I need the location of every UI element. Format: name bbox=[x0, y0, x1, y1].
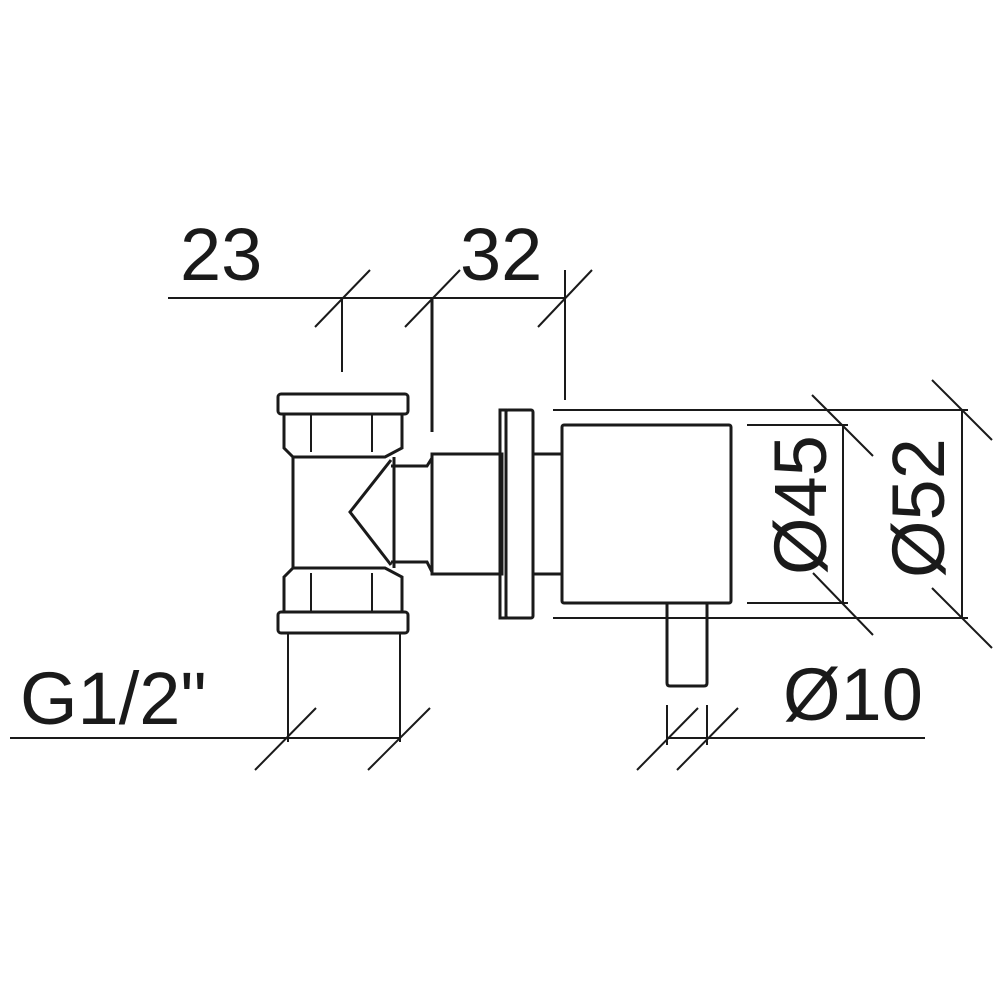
dimension-diameter-45: Ø45 bbox=[759, 435, 842, 575]
dimension-diameter-10: Ø10 bbox=[783, 653, 923, 736]
dimension-32: 32 bbox=[460, 213, 542, 296]
dimension-thread-g1-2: G1/2" bbox=[20, 657, 207, 740]
dimension-23: 23 bbox=[180, 213, 262, 296]
bottom-dimension-lines bbox=[10, 705, 925, 771]
diameter-dimension-lines bbox=[553, 379, 993, 649]
tee-fitting bbox=[276, 392, 434, 742]
dimension-diameter-52: Ø52 bbox=[877, 438, 960, 578]
top-dimension-lines bbox=[168, 269, 593, 432]
valve-body bbox=[430, 408, 733, 688]
